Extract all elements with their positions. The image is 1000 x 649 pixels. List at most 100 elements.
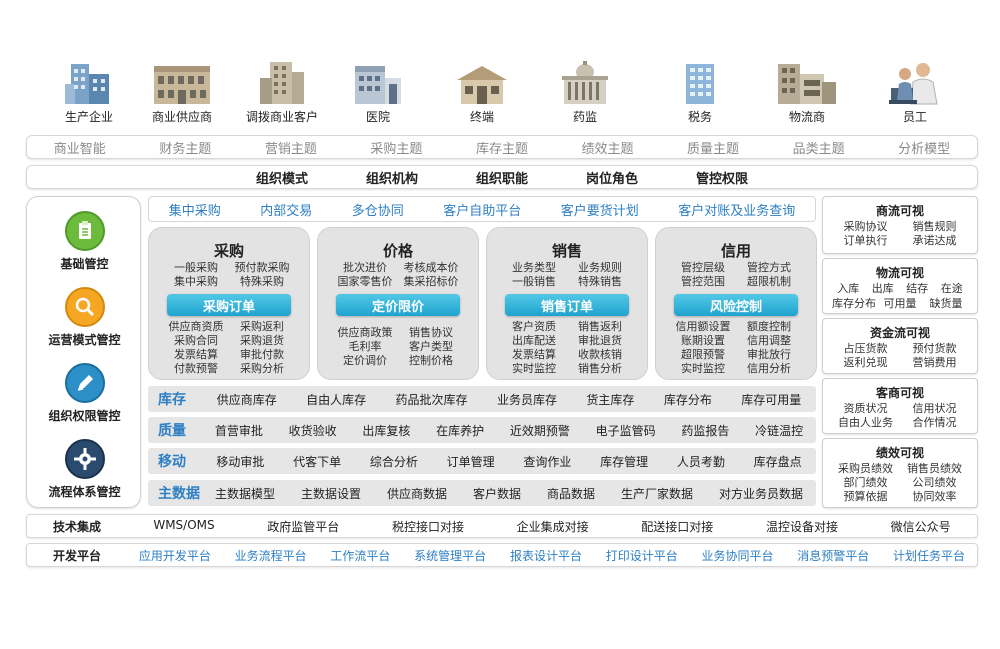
- entity-employee: 员工: [870, 60, 960, 130]
- visibility-item: 占压货款: [843, 342, 888, 355]
- org-item: 组织机构: [365, 171, 418, 187]
- module-item: 集中采购: [174, 275, 218, 288]
- sales-order-button[interactable]: 销售订单: [505, 294, 629, 316]
- visibility-box-commerce: 商流可视 采购协议销售规则 订单执行承诺达成: [822, 196, 978, 254]
- visibility-box-capital: 资金流可视 占压货款预付货款 返利兑现营销费用: [822, 318, 978, 374]
- function-item: 货主库存: [586, 392, 635, 407]
- management-label: 组织权限管控: [48, 409, 121, 423]
- analytics-item: 商业智能: [53, 141, 106, 157]
- visibility-item: 资质状况: [843, 402, 888, 415]
- visibility-item: 库存分布: [832, 297, 876, 310]
- function-item: 近效期预警: [509, 423, 570, 438]
- risk-control-button[interactable]: 风险控制: [674, 294, 798, 316]
- function-item: 主数据设置: [300, 486, 361, 501]
- warehouse-building-icon: [154, 66, 210, 104]
- module-item: 业务类型: [512, 261, 556, 274]
- visibility-item: 缺货量: [929, 297, 963, 310]
- module-item: 一般采购: [174, 261, 218, 274]
- tech-item: 企业集成对接: [516, 519, 589, 534]
- dev-platform-item: 打印设计平台: [605, 548, 678, 563]
- module-item: 特殊采购: [240, 275, 284, 288]
- module-bottom-items: 信用额设置额度控制 账期设置信用调整 超限预警审批放行 实时监控信用分析: [656, 320, 816, 376]
- pricing-limit-button[interactable]: 定价限价: [336, 294, 460, 316]
- module-item: 考核成本价: [403, 261, 459, 274]
- function-row-key: 移动: [158, 454, 186, 470]
- function-item: 库存管理: [600, 454, 649, 469]
- visibility-item: 合作情况: [912, 416, 957, 429]
- function-item: 查询作业: [523, 454, 572, 469]
- business-mode-strip: 集中采购 内部交易 多仓协同 客户自助平台 客户要货计划 客户对账及业务查询: [148, 196, 816, 222]
- visibility-item: 订单执行: [843, 234, 888, 247]
- module-card-purchase: 采购 一般采购预付款采购 集中采购特殊采购 采购订单 供应商资质采购返利 采购合…: [148, 227, 310, 380]
- visibility-item: 营销费用: [912, 356, 957, 369]
- magnifier-icon: [64, 287, 105, 327]
- visibility-item: 承诺达成: [912, 234, 957, 247]
- entity-label: 终端: [469, 110, 494, 124]
- tech-item: 温控设备对接: [765, 519, 838, 534]
- module-title: 价格: [382, 242, 413, 260]
- management-basic: 基础管控: [27, 211, 142, 272]
- module-item: 实时监控: [512, 362, 556, 375]
- purchase-order-button[interactable]: 采购订单: [167, 294, 291, 316]
- module-card-sales: 销售 业务类型业务规则 一般销售特殊销售 销售订单 客户资质销售返利 出库配送审…: [486, 227, 648, 380]
- function-item: 对方业务员数据: [718, 486, 803, 501]
- module-item: 销售分析: [578, 362, 622, 375]
- function-item: 库存可用量: [741, 392, 802, 407]
- visibility-item: 信用状况: [912, 402, 957, 415]
- visibility-item: 在途: [940, 282, 963, 295]
- module-top-items: 一般采购预付款采购 集中采购特殊采购: [149, 261, 309, 289]
- module-item: 发票结算: [512, 348, 556, 361]
- tech-item: 税控接口对接: [391, 519, 464, 534]
- module-item: 超限机制: [747, 275, 791, 288]
- module-item: 供应商资质: [168, 320, 224, 333]
- visibility-title: 商流可视: [875, 204, 924, 218]
- function-item: 客户数据: [472, 486, 521, 501]
- org-item: 管控权限: [696, 171, 749, 187]
- function-item: 冷链温控: [755, 423, 804, 438]
- analytics-item: 财务主题: [159, 141, 212, 157]
- tech-integration-row: 技术集成 WMS/OMS 政府监管平台 税控接口对接 企业集成对接 配送接口对接…: [26, 514, 978, 538]
- dev-platform-item: 工作流平台: [330, 548, 391, 563]
- entity-hospital: 医院: [333, 60, 423, 130]
- function-item: 代客下单: [293, 454, 342, 469]
- function-row-quality: 质量 首营审批 收货验收 出库复核 在库养护 近效期预警 电子监管码 药监报告 …: [148, 417, 816, 443]
- module-item: 业务规则: [578, 261, 622, 274]
- module-item: 批次进价: [343, 261, 387, 274]
- analytics-item: 营销主题: [264, 141, 317, 157]
- module-item: 采购分析: [240, 362, 284, 375]
- visibility-item: 采购员绩效: [838, 462, 893, 475]
- module-item: 审批放行: [747, 348, 791, 361]
- module-item: 出库配送: [512, 334, 556, 347]
- gear-icon: [64, 439, 105, 479]
- visibility-title: 物流可视: [875, 266, 924, 280]
- function-item: 首营审批: [214, 423, 263, 438]
- visibility-box-performance: 绩效可视 采购员绩效销售员绩效 部门绩效公司绩效 预算依据协同效率: [822, 438, 978, 508]
- office-tower-icon: [260, 62, 304, 104]
- function-item: 供应商库存: [216, 392, 277, 407]
- management-label: 流程体系管控: [48, 485, 121, 499]
- visibility-item: 结存: [906, 282, 929, 295]
- function-item: 人员考勤: [676, 454, 725, 469]
- visibility-item: 自由人业务: [838, 416, 893, 429]
- module-item: 收款核销: [578, 348, 622, 361]
- organization-bar: 组织模式 组织机构 组织职能 岗位角色 管控权限: [26, 165, 978, 189]
- management-panel: 基础管控 运营模式管控 组织权限管控 流程体系管控: [26, 196, 141, 508]
- function-row-key: 质量: [158, 423, 186, 439]
- entity-logistics: 物流商: [762, 60, 852, 130]
- module-item: 审批退货: [578, 334, 622, 347]
- business-mode-item: 内部交易: [260, 203, 313, 219]
- management-operation: 运营模式管控: [27, 287, 142, 348]
- analytics-bar: 商业智能 财务主题 营销主题 采购主题 库存主题 绩效主题 质量主题 品类主题 …: [26, 135, 978, 159]
- module-title: 信用: [720, 242, 751, 260]
- visibility-box-logistics: 物流可视 入库出库 结存在途 库存分布可用量 缺货量: [822, 258, 978, 314]
- module-item: 销售返利: [578, 320, 622, 333]
- module-top-items: 业务类型业务规则 一般销售特殊销售: [487, 261, 647, 289]
- org-item: 组织模式: [255, 171, 308, 187]
- tech-item: 配送接口对接: [641, 519, 714, 534]
- dev-platform-key: 开发平台: [52, 548, 101, 563]
- module-item: 发票结算: [174, 348, 218, 361]
- analytics-item: 库存主题: [475, 141, 528, 157]
- business-mode-item: 客户对账及业务查询: [678, 203, 796, 219]
- dev-platform-item: 消息预警平台: [797, 548, 870, 563]
- module-card-price: 价格 批次进价考核成本价 国家零售价集采招标价 定价限价 供应商政策销售协议 毛…: [317, 227, 479, 380]
